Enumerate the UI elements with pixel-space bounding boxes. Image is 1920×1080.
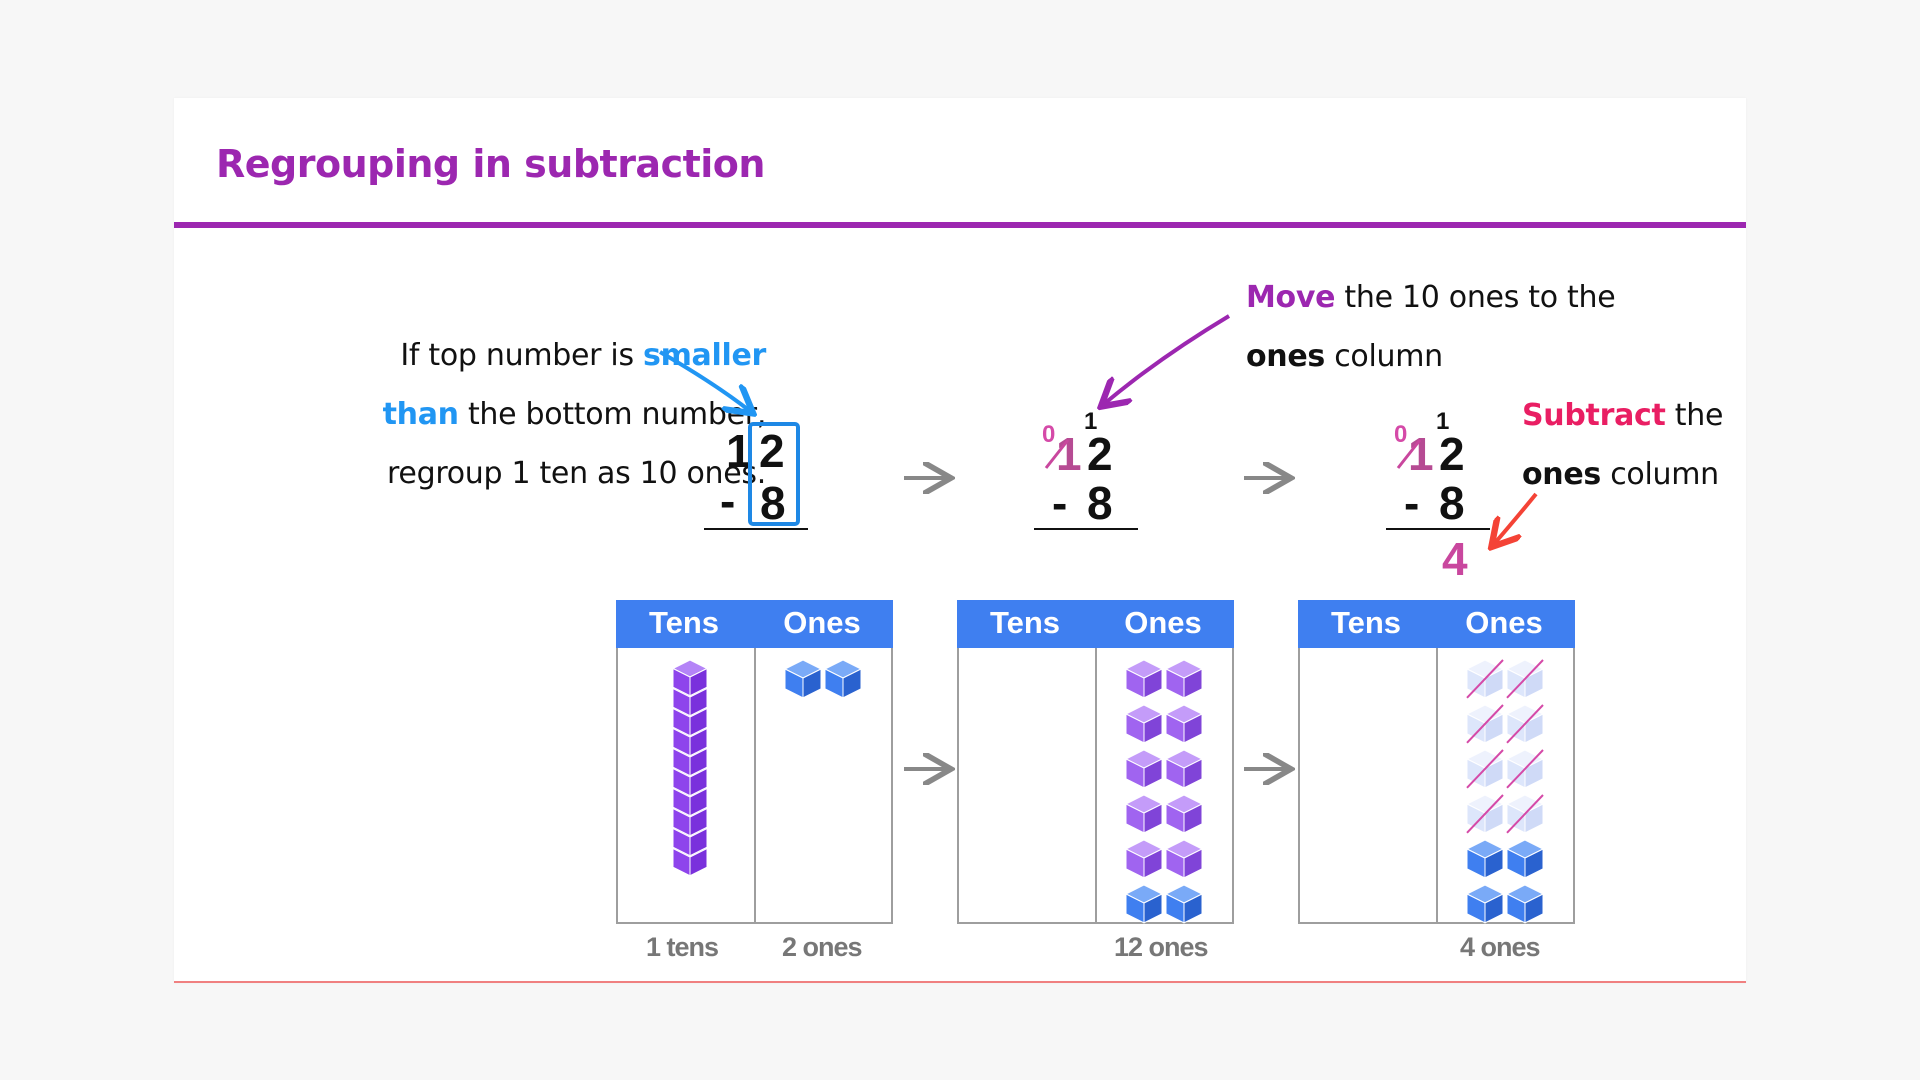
note-text: column	[1600, 457, 1719, 492]
cube-icon	[1124, 659, 1164, 699]
column-divider	[1095, 648, 1097, 924]
place-value-chart-2: Tens Ones	[957, 600, 1234, 924]
new-tens-digit: 0	[1042, 421, 1056, 448]
ones-caption: 4 ones	[1460, 932, 1541, 962]
note-highlight: than	[382, 397, 459, 432]
subtrahend-digit: 8	[760, 477, 786, 529]
cube-icon	[671, 739, 709, 777]
minus-sign: -	[1052, 477, 1068, 529]
note-text: regroup 1 ten as 10 ones.	[387, 456, 766, 491]
carried-digit: 1	[1084, 408, 1098, 435]
cube-icon	[1124, 884, 1164, 924]
blocks-area	[1124, 659, 1204, 924]
note-text: the	[1665, 398, 1724, 433]
crossed-cube-icon	[1465, 704, 1505, 744]
chart-header: Tens Ones	[957, 600, 1234, 648]
sum-line	[1386, 528, 1490, 530]
crossed-tens-digit: 1	[1408, 428, 1434, 480]
sum-line	[1034, 528, 1138, 530]
cube-icon	[671, 659, 709, 697]
crossed-cube-icon	[1505, 659, 1545, 699]
ones-digit: 2	[1439, 428, 1465, 480]
note-highlight: Move	[1246, 280, 1336, 315]
cube-icon	[1164, 839, 1204, 879]
subtract-instruction: Subtract the ones column	[1522, 386, 1732, 504]
crossed-cube-icon	[1505, 704, 1545, 744]
chart-header: Tens Ones	[616, 600, 893, 648]
curved-arrow-icon	[1104, 314, 1231, 404]
cube-icon	[1164, 884, 1204, 924]
ones-digit: 2	[759, 425, 785, 477]
subtrahend-digit: 8	[1439, 477, 1465, 529]
note-bold: ones	[1246, 339, 1325, 374]
cube-icon	[1124, 704, 1164, 744]
ones-header: Ones	[783, 605, 861, 640]
place-value-chart-3: Tens Ones	[1298, 600, 1575, 924]
strike-icon	[1396, 439, 1422, 469]
note-text: column	[1324, 339, 1443, 374]
ones-column-highlight	[748, 422, 800, 526]
cube-icon	[1124, 839, 1164, 879]
sum-line	[704, 528, 808, 530]
note-highlight: Subtract	[1522, 398, 1666, 433]
cube-icon	[1124, 749, 1164, 789]
cube-icon	[1124, 794, 1164, 834]
cube-icon	[1465, 884, 1505, 924]
note-bold: ones	[1522, 457, 1601, 492]
answer-digit: 4	[1442, 533, 1468, 585]
ten-rod-icon	[671, 659, 709, 877]
minus-sign: -	[720, 475, 736, 527]
cube-icon	[1164, 659, 1204, 699]
note-text: If top number is	[400, 338, 644, 373]
subtrahend-digit: 8	[1087, 477, 1113, 529]
place-value-chart-1: Tens Ones	[616, 600, 893, 924]
tens-header: Tens	[989, 605, 1061, 640]
cube-icon	[1164, 749, 1204, 789]
crossed-cube-icon	[1505, 749, 1545, 789]
cube-icon	[1465, 839, 1505, 879]
annotation-arrows	[659, 314, 1538, 981]
crossed-tens-digit: 1	[1056, 428, 1082, 480]
column-divider	[754, 648, 756, 924]
move-instruction: Move the 10 ones to the ones column	[1246, 268, 1686, 386]
cube-icon	[1505, 839, 1545, 879]
cube-icon	[783, 659, 823, 699]
tens-caption: 1 tens	[646, 932, 719, 962]
column-divider	[1436, 648, 1438, 924]
curved-arrow-icon	[659, 350, 750, 411]
cube-icon	[1164, 794, 1204, 834]
note-text: the 10 ones to the	[1335, 280, 1616, 315]
new-tens-digit: 0	[1394, 421, 1408, 448]
ones-header: Ones	[1124, 605, 1202, 640]
tens-digit: 1	[726, 425, 752, 477]
title-divider	[174, 222, 1746, 228]
tens-header: Tens	[648, 605, 720, 640]
blocks-area	[671, 659, 863, 877]
crossed-cube-icon	[1465, 749, 1505, 789]
strike-icon	[1044, 439, 1070, 469]
curved-arrow-icon	[1494, 492, 1538, 544]
carried-digit: 1	[1436, 408, 1450, 435]
crossed-cube-icon	[1465, 794, 1505, 834]
cube-icon	[1164, 704, 1204, 744]
blocks-area	[1465, 659, 1545, 924]
cube-icon	[1505, 884, 1545, 924]
chart-header: Tens Ones	[1298, 600, 1575, 648]
note-text: the bottom number,	[458, 397, 766, 432]
page-title: Regrouping in subtraction	[216, 142, 765, 186]
tens-header: Tens	[1330, 605, 1402, 640]
minus-sign: -	[1404, 477, 1420, 529]
cube-icon	[823, 659, 863, 699]
crossed-cube-icon	[1505, 794, 1545, 834]
ones-caption: 12 ones	[1114, 932, 1209, 962]
slide: Regrouping in subtraction If top number …	[174, 98, 1746, 983]
crossed-cube-icon	[1465, 659, 1505, 699]
regroup-instruction: If top number is smaller than the bottom…	[214, 326, 767, 503]
ones-header: Ones	[1465, 605, 1543, 640]
ones-caption: 2 ones	[782, 932, 863, 962]
ones-digit: 2	[1087, 428, 1113, 480]
